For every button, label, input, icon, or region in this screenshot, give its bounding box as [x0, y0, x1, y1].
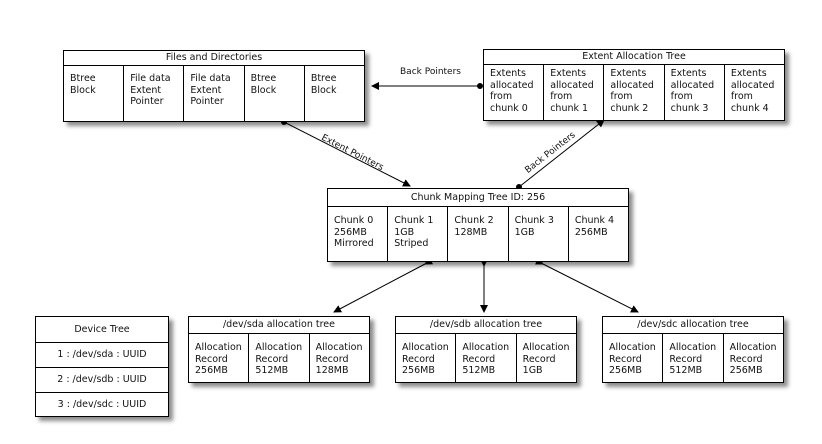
- allocation-record-cell: Allocation Record 256MB: [402, 342, 449, 376]
- chunk-mapping-tree-title: Chunk Mapping Tree ID: 256: [328, 189, 628, 207]
- sda-allocation-tree-title: /dev/sda allocation tree: [189, 317, 369, 334]
- allocation-record-cell: Allocation Record 512MB: [248, 334, 308, 382]
- device-row: 3 : /dev/sdc : UUID: [36, 392, 168, 416]
- extent-pointers-arrow: [283, 121, 411, 187]
- files-cell: File data Extent Pointer: [123, 66, 183, 121]
- chunk-cell: Chunk 4 256MB: [567, 207, 628, 261]
- sdc-allocation-tree-box: /dev/sdc allocation tree Allocation Reco…: [602, 316, 784, 383]
- files-directories-box: Files and Directories Btree Block File d…: [63, 50, 365, 122]
- files-cell: Btree Block: [303, 66, 364, 121]
- extent-cell: Extents allocated from chunk 1: [543, 65, 603, 120]
- allocation-record-cell: Allocation Record 256MB: [722, 334, 783, 382]
- sdc-allocation-tree-title: /dev/sdc allocation tree: [603, 317, 783, 334]
- extent-cell: Extents allocated from chunk 4: [723, 65, 784, 120]
- chunk-to-sda-arrow: [333, 257, 434, 313]
- extent-allocation-tree-title: Extent Allocation Tree: [484, 50, 784, 65]
- files-cell: Btree Block: [243, 66, 304, 121]
- files-directories-title: Files and Directories: [64, 51, 364, 66]
- extent-cell: Extents allocated from chunk 2: [603, 65, 663, 120]
- device-tree-title: Device Tree: [74, 324, 130, 335]
- device-row: 2 : /dev/sdb : UUID: [36, 367, 168, 392]
- back-pointers-diagonal-arrow: [518, 119, 605, 188]
- extent-cell: Extents allocated from chunk 3: [663, 65, 724, 120]
- chunk-to-sdc-arrow: [534, 257, 639, 313]
- allocation-record-cell: Allocation Record 256MB: [609, 342, 656, 376]
- allocation-record-cell: Allocation Record 512MB: [662, 334, 722, 382]
- allocation-record-cell: Allocation Record 256MB: [195, 342, 242, 376]
- allocation-record-cell: Allocation Record 128MB: [308, 334, 369, 382]
- device-tree-box: Device Tree 1 : /dev/sda : UUID 2 : /dev…: [35, 316, 169, 417]
- allocation-record-cell: Allocation Record 512MB: [455, 334, 515, 382]
- extent-cell: Extents allocated from chunk 0: [490, 68, 534, 114]
- chunk-cell: Chunk 0 256MB Mirrored: [334, 215, 374, 249]
- sdb-allocation-tree-title: /dev/sdb allocation tree: [396, 317, 576, 334]
- extent-allocation-tree-box: Extent Allocation Tree Extents allocated…: [483, 49, 785, 121]
- device-row: 1 : /dev/sda : UUID: [36, 342, 168, 367]
- chunk-cell: Chunk 2 128MB: [447, 207, 507, 261]
- files-cell: Btree Block: [70, 73, 96, 96]
- chunk-mapping-tree-box: Chunk Mapping Tree ID: 256 Chunk 0 256MB…: [327, 188, 629, 262]
- back-pointers-top-label: Back Pointers: [400, 67, 461, 77]
- chunk-cell: Chunk 1 1GB Striped: [387, 207, 447, 261]
- files-cell: File data Extent Pointer: [183, 66, 243, 121]
- sda-allocation-tree-box: /dev/sda allocation tree Allocation Reco…: [188, 316, 370, 383]
- allocation-record-cell: Allocation Record 1GB: [515, 334, 576, 382]
- sdb-allocation-tree-box: /dev/sdb allocation tree Allocation Reco…: [395, 316, 577, 383]
- back-pointers-horizontal-origin-dot: [477, 83, 483, 89]
- chunk-cell: Chunk 3 1GB: [507, 207, 568, 261]
